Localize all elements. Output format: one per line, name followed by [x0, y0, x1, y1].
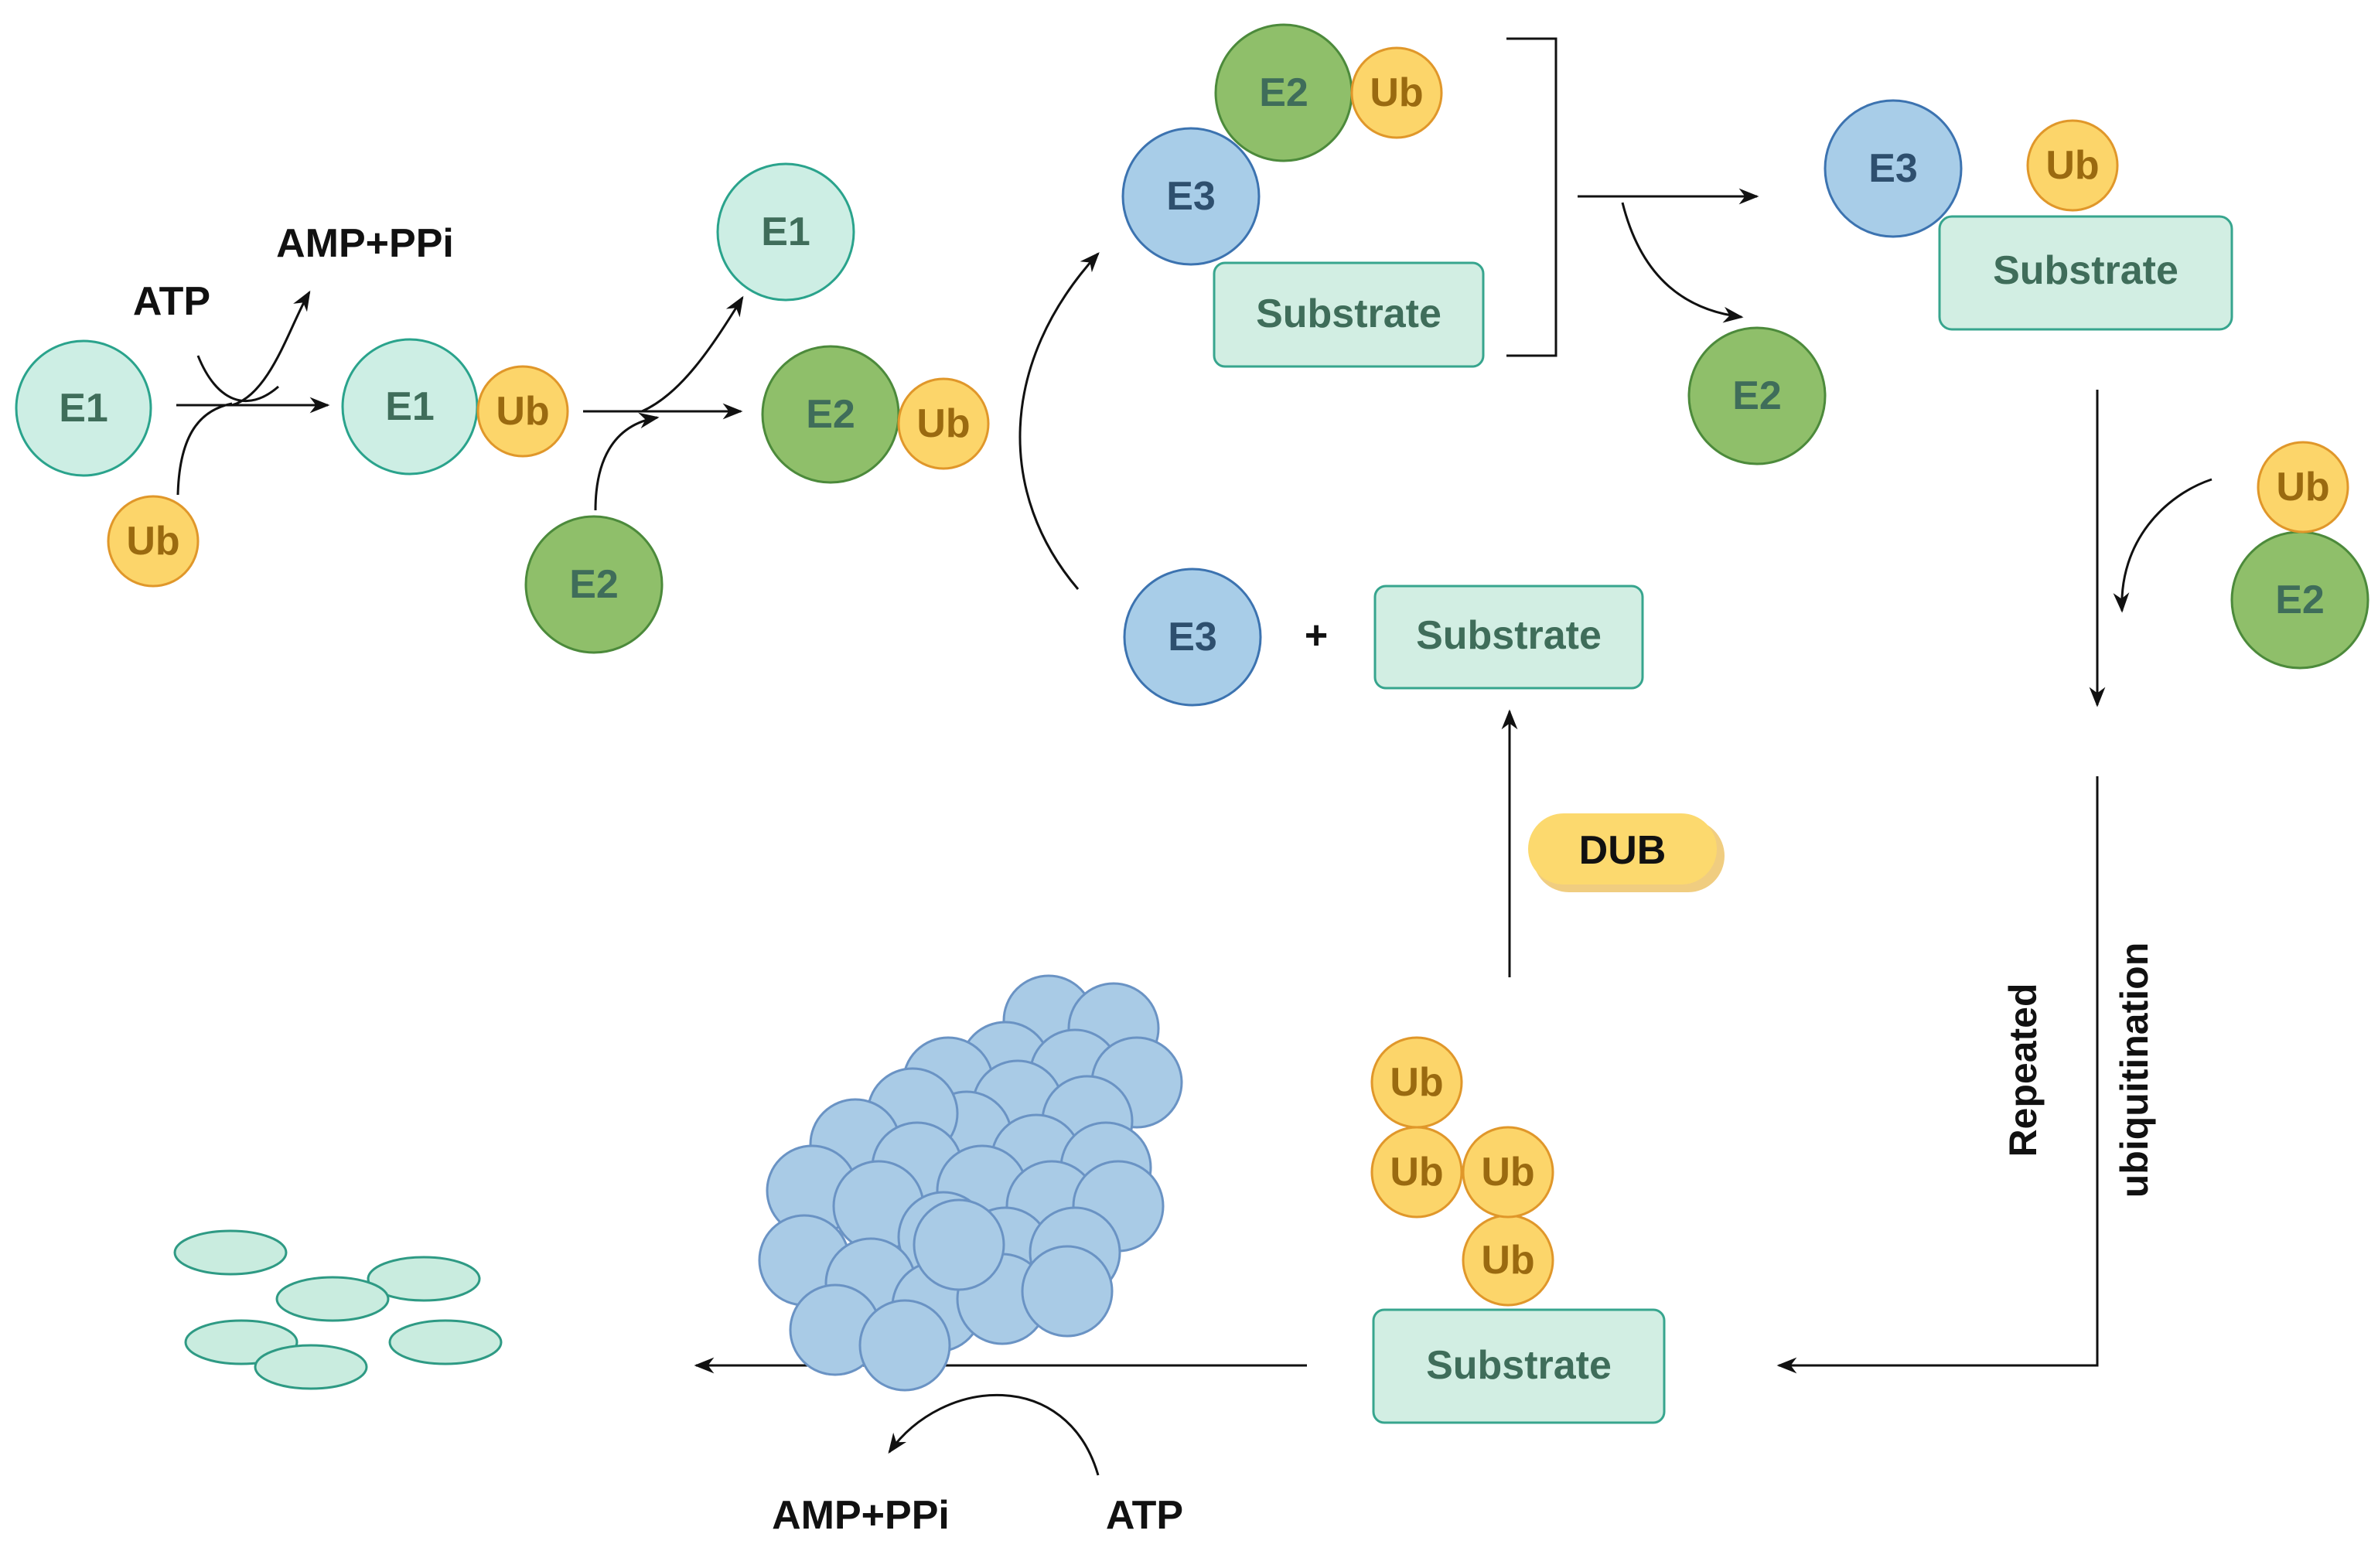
arrow-amp-out — [231, 290, 311, 407]
arrow-e2-in — [594, 412, 660, 511]
svg-text:Ub: Ub — [1370, 70, 1423, 115]
svg-text:Substrate: Substrate — [1426, 1343, 1612, 1388]
svg-text:Ub: Ub — [1481, 1150, 1534, 1195]
proteasome-subunit — [913, 1198, 1005, 1291]
svg-text:Substrate: Substrate — [1256, 291, 1441, 336]
e2-ub-complex: E2 Ub — [761, 345, 990, 484]
ub-free: Ub — [107, 495, 200, 588]
svg-text:Ub: Ub — [126, 519, 179, 564]
substrate-free: Substrate — [1373, 585, 1644, 690]
svg-text:Substrate: Substrate — [1993, 248, 2178, 293]
svg-text:E3: E3 — [1868, 146, 1918, 191]
proteasome-illustration — [758, 974, 1183, 1392]
svg-text:Ub: Ub — [2045, 143, 2099, 188]
arrow-ub-e2-in — [2113, 478, 2213, 613]
arrow-atp-consumption — [888, 1393, 1100, 1476]
peptide-fragments — [173, 1229, 503, 1390]
svg-text:DUB: DUB — [1579, 828, 1667, 873]
dub-badge: DUB — [1528, 813, 1725, 892]
amp-ppi-label-top: AMP+PPi — [276, 221, 454, 266]
e2-e3-substrate-complex: Substrate E2 Ub E3 — [1121, 23, 1485, 368]
svg-text:E1: E1 — [385, 384, 435, 429]
svg-text:Ub: Ub — [1481, 1238, 1534, 1283]
svg-text:E2: E2 — [1259, 70, 1308, 115]
svg-text:E3: E3 — [1168, 615, 1217, 660]
svg-text:Ub: Ub — [916, 401, 970, 446]
svg-text:E3: E3 — [1166, 174, 1216, 219]
e3-free: E3 — [1123, 568, 1262, 707]
svg-text:Ub: Ub — [2276, 465, 2329, 510]
ub-e2-incoming: E2 Ub — [2230, 441, 2369, 670]
arrow-down-lower — [1776, 776, 2099, 1374]
atp-label-top: ATP — [133, 279, 210, 324]
svg-text:E1: E1 — [761, 210, 810, 254]
svg-text:Ub: Ub — [1390, 1150, 1443, 1195]
e3-ub-substrate: Substrate E3 Ub — [1824, 99, 2233, 331]
polyubiquitinated-substrate: Substrate Ub Ub Ub Ub — [1370, 1036, 1666, 1424]
arrow-atp-in — [196, 355, 279, 402]
e2-free-step2: E2 — [524, 515, 664, 654]
svg-text:E2: E2 — [569, 562, 619, 607]
svg-text:E1: E1 — [59, 386, 108, 431]
e1-ub-complex: E1 Ub — [341, 338, 569, 476]
arrow-e1-release — [641, 295, 744, 413]
e1-free: E1 — [15, 339, 152, 477]
repeated-label: Repeated — [2001, 983, 2045, 1157]
complex-bracket — [1506, 37, 1557, 357]
svg-text:Ub: Ub — [496, 389, 549, 434]
arrow-assembly — [1018, 252, 1100, 590]
svg-text:Substrate: Substrate — [1416, 613, 1602, 658]
proteasome-subunit — [1021, 1245, 1114, 1338]
ubiquitination-label: ubiquitination — [2113, 943, 2156, 1198]
proteasome-subunit — [858, 1299, 951, 1392]
svg-text:E2: E2 — [806, 392, 855, 437]
amp-ppi-label-bottom: AMP+PPi — [772, 1493, 950, 1538]
svg-text:Ub: Ub — [1390, 1060, 1443, 1105]
svg-text:E2: E2 — [2275, 578, 2325, 622]
e2-released: E2 — [1687, 326, 1827, 465]
atp-label-bottom: ATP — [1106, 1493, 1183, 1538]
e1-released: E1 — [716, 162, 855, 302]
arrow-ub-in — [176, 402, 233, 496]
svg-text:E2: E2 — [1732, 373, 1782, 418]
arrow-e2-release — [1621, 202, 1744, 323]
plus-sign: + — [1305, 613, 1328, 658]
